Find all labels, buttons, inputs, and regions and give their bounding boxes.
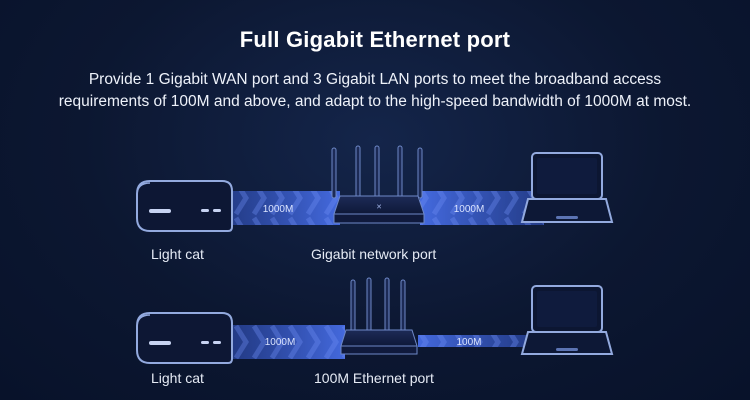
svg-text:✕: ✕	[376, 204, 382, 211]
link-speed-right: 1000M	[454, 204, 485, 215]
row-2-router-label: 100M Ethernet port	[314, 370, 434, 386]
laptop-icon	[520, 285, 614, 355]
row-2-device-label: Light cat	[151, 370, 204, 386]
page-title: Full Gigabit Ethernet port	[239, 27, 511, 52]
link-speed-left: 1000M	[263, 204, 294, 215]
router-icon: ✕	[331, 145, 425, 224]
router-icon	[340, 277, 418, 355]
link-band-left-chevrons	[230, 325, 345, 359]
link-band-left-chevrons	[230, 191, 340, 225]
light-cat-modem-icon	[136, 180, 233, 232]
laptop-icon	[520, 152, 614, 223]
link-speed-right: 100M	[456, 337, 481, 348]
link-speed-left: 1000M	[265, 337, 296, 348]
page-description: Provide 1 Gigabit WAN port and 3 Gigabit…	[58, 71, 692, 110]
light-cat-modem-icon	[136, 312, 233, 364]
row-2-links: 1000M 100M	[230, 325, 536, 359]
row-1-device-label: Light cat	[151, 246, 204, 262]
row-1-router-label: Gigabit network port	[311, 246, 437, 262]
link-band-right-chevrons	[418, 335, 536, 347]
